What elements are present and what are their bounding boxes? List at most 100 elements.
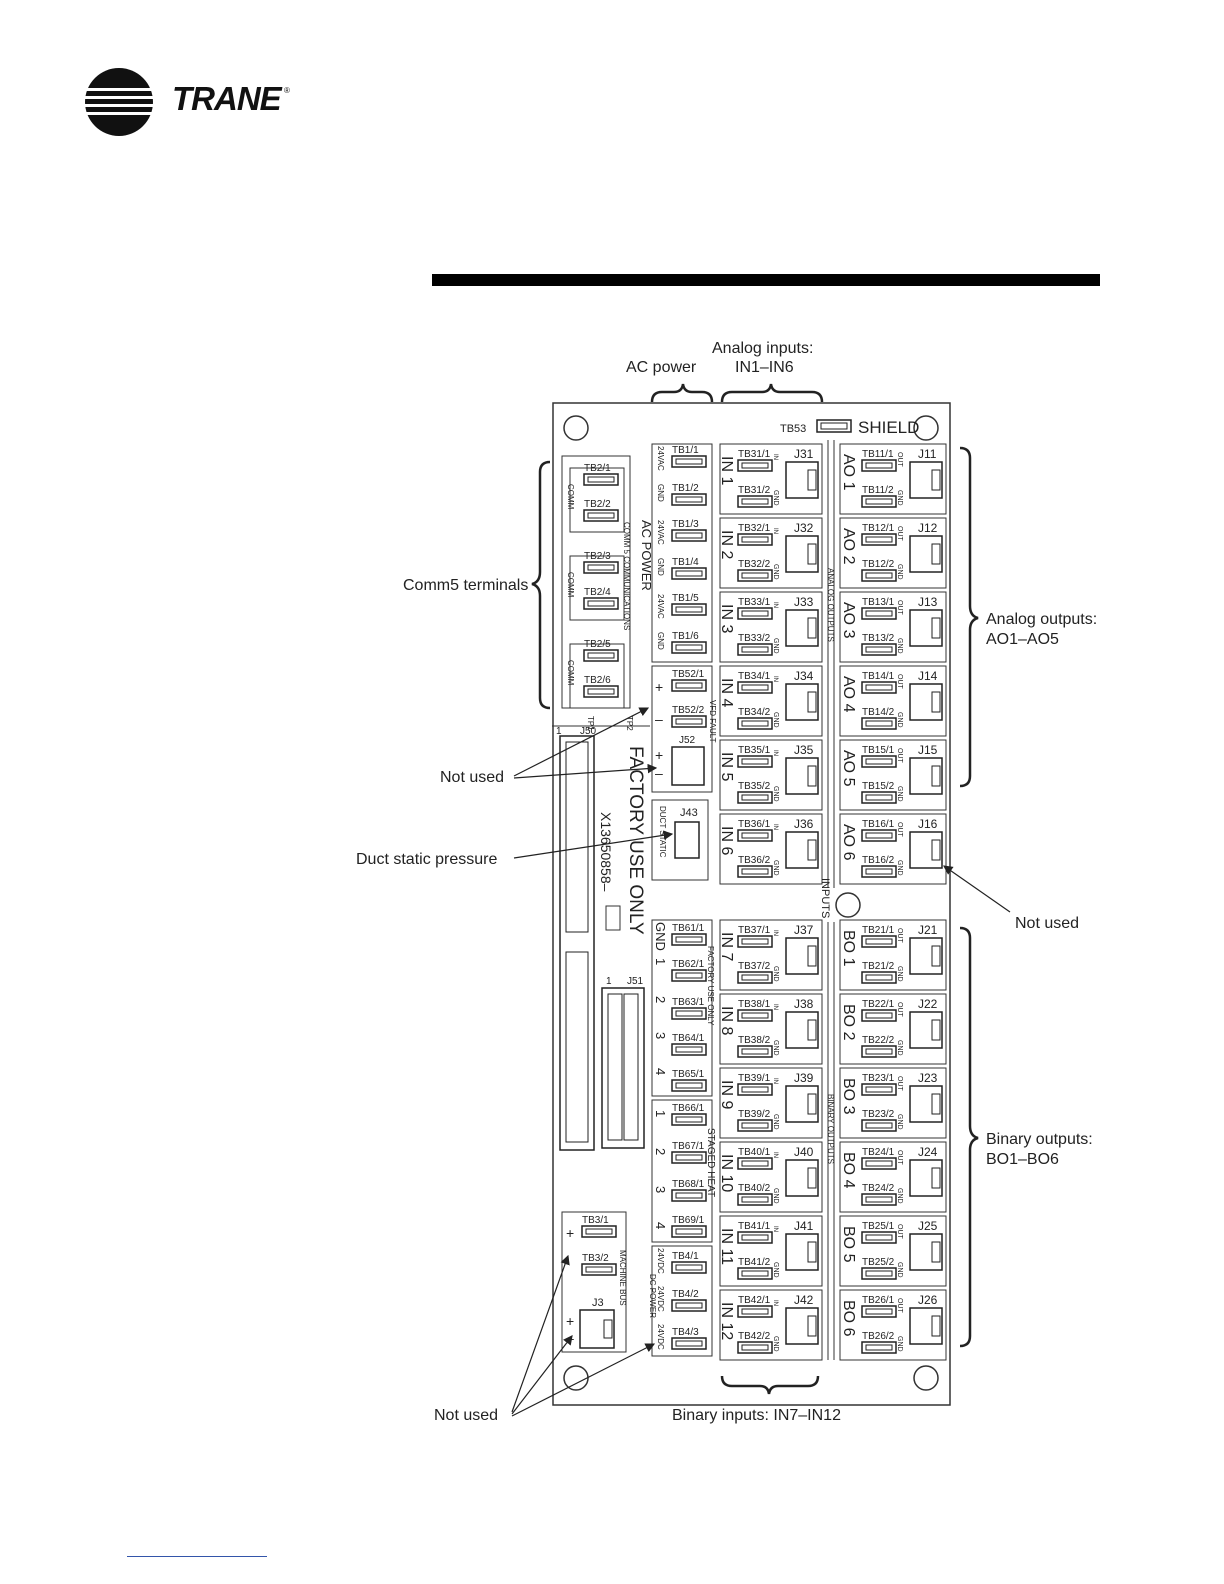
input-jack-label: J38 [794,997,814,1011]
dc-terminal-slot [675,1340,703,1347]
input-jack [785,535,819,573]
input-jack [785,937,819,975]
output-pin-gnd: GND [896,1262,903,1278]
input-terminal-slot [741,536,769,543]
output-terminal [861,829,897,842]
vfd-terminal-slot [675,682,703,689]
mount-hole [913,1365,939,1391]
input-terminal [737,533,773,546]
output-jack-key [931,1315,941,1337]
staged-terminal [671,1189,707,1202]
vfd-box [651,665,713,793]
output-terminal-label: TB13/2 [862,633,895,644]
input-label: IN 5 [718,752,735,781]
comm-terminal-slot [587,688,615,695]
comm-terminal [583,509,619,522]
output-terminal-slot [865,1234,893,1241]
board-outline [552,402,951,1406]
footer-link-underline [127,1556,267,1557]
output-jack-key [931,945,941,967]
comm-terminal [583,473,619,486]
input-terminal-label: TB38/1 [738,999,771,1010]
output-label: BO 4 [840,1152,857,1189]
input-terminal [737,569,773,582]
output-pin-out: OUT [896,1298,903,1314]
input-terminal [737,1045,773,1058]
input-jack-key [807,1019,817,1041]
output-label: BO 1 [840,930,857,967]
tb53-label: TB53 [780,423,806,435]
input-pin-in: IN [772,824,778,830]
vfd-plus-2: + [655,747,663,763]
ac-terminal-label: TB1/6 [672,631,699,642]
input-jack-label: J42 [794,1293,814,1307]
ac-terminal [671,603,707,616]
output-terminal-slot [865,1160,893,1167]
output-terminal [861,865,897,878]
output-label: AO 6 [840,824,857,861]
input-jack [785,1011,819,1049]
output-pin-gnd: GND [896,564,903,580]
output-terminal-label: TB25/1 [862,1221,895,1232]
input-pin-gnd: GND [772,1114,779,1130]
j3-label: J3 [592,1297,604,1309]
comm-terminal-slot [587,564,615,571]
factory-terminal-label: TB64/1 [672,1033,705,1044]
output-jack [909,683,943,721]
output-pin-out: OUT [896,822,903,838]
output-block [839,739,947,811]
brace-comm5 [531,460,551,710]
input-jack-key [807,1093,817,1115]
staged-pin-label: 3 [653,1186,668,1193]
output-jack-key [931,839,941,861]
input-terminal-label: TB40/1 [738,1147,771,1158]
input-jack-key [807,945,817,967]
output-label: AO 2 [840,528,857,565]
output-block [839,919,947,991]
output-label: BO 2 [840,1004,857,1041]
input-terminal [737,717,773,730]
output-pin-gnd: GND [896,490,903,506]
input-block [719,591,823,663]
callout-analog-inputs-1: Analog inputs: [712,340,813,357]
staged-pin-label: 2 [653,1148,668,1155]
input-pin-gnd: GND [772,638,779,654]
input-pin-in: IN [772,602,778,608]
input-terminal-label: TB37/1 [738,925,771,936]
output-label: AO 1 [840,454,857,491]
input-jack-key [807,469,817,491]
output-label: BO 5 [840,1226,857,1263]
input-terminal-slot [741,1344,769,1351]
input-terminal [737,791,773,804]
output-pin-out: OUT [896,526,903,542]
ac-pin-label: GND [656,558,665,576]
output-terminal-slot [865,974,893,981]
output-terminal-label: TB15/1 [862,745,895,756]
inputs-label: INPUTS [819,878,831,918]
output-jack-key [931,1093,941,1115]
output-terminal-slot [865,572,893,579]
output-jack-key [931,1167,941,1189]
input-jack-label: J39 [794,1071,814,1085]
part-label-box [605,905,621,931]
ac-pin-label: GND [656,632,665,650]
output-pin-out: OUT [896,928,903,944]
output-block [839,1141,947,1213]
factory-use-only-label: FACTORY USE ONLY [625,746,646,935]
comm-pair-box [569,555,625,621]
output-label: BO 6 [840,1300,857,1337]
input-jack [785,461,819,499]
input-terminal [737,1193,773,1206]
output-terminal-slot [865,462,893,469]
j51-pin-one: 1 [606,976,612,987]
factory-terminal-slot [675,1010,703,1017]
output-terminal-label: TB14/2 [862,707,895,718]
j43-label: J43 [680,807,698,819]
staged-terminal-slot [675,1116,703,1123]
input-jack-label: J37 [794,923,814,937]
ac-terminal-slot [675,570,703,577]
j43-connector [674,821,700,859]
output-jack-key [931,617,941,639]
